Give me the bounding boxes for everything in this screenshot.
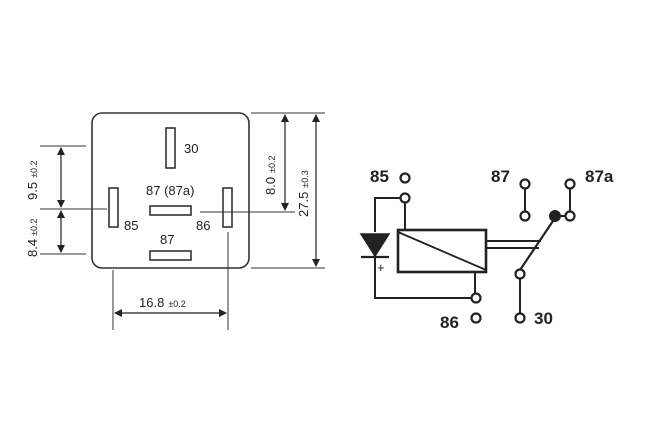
- pin-label-86: 86: [196, 218, 210, 233]
- terminal-87-lower: [519, 210, 531, 222]
- relay-footprint: 30 87 (87a) 85 86 87 9.5±0.2 8.4±0.2 8.0…: [25, 112, 325, 330]
- diode-plus-sign: +: [377, 260, 385, 275]
- pin-slot-87-87a: [149, 205, 192, 216]
- terminal-label-86: 86: [440, 313, 459, 332]
- terminal-label-85: 85: [370, 167, 389, 186]
- terminal-87a-upper: [564, 178, 576, 190]
- terminal-86-lower: [470, 312, 482, 324]
- switch-arm: [519, 217, 556, 271]
- relay-body-outline: [91, 112, 250, 269]
- relay-schematic: [359, 172, 576, 324]
- dim-right-inner: 8.0±0.2: [263, 155, 278, 195]
- terminal-30-lower: [514, 312, 526, 324]
- dim-left-upper: 9.5±0.2: [25, 160, 40, 200]
- terminal-86-upper: [470, 292, 482, 304]
- terminal-85-lower: [399, 192, 411, 204]
- pin-label-87: 87: [160, 232, 174, 247]
- terminal-label-87a: 87a: [585, 167, 614, 186]
- pin-slot-86: [222, 187, 233, 228]
- pin-slot-30: [165, 127, 176, 169]
- dim-bottom: 16.8±0.2: [139, 295, 186, 310]
- terminal-87-upper: [519, 178, 531, 190]
- terminal-label-87: 87: [491, 167, 510, 186]
- terminal-label-30: 30: [534, 309, 553, 328]
- terminal-87a-lower: [564, 210, 576, 222]
- diode-icon: [359, 233, 391, 258]
- pin-label-30: 30: [184, 141, 198, 156]
- pin-label-85: 85: [124, 218, 138, 233]
- terminal-85-upper: [399, 172, 411, 184]
- dim-left-lower: 8.4±0.2: [25, 218, 40, 257]
- dim-right-outer: 27.5±0.3: [296, 170, 311, 217]
- pin-slot-85: [108, 187, 119, 228]
- pin-slot-87: [149, 250, 192, 261]
- terminal-30-upper: [514, 268, 526, 280]
- pin-label-87-87a: 87 (87a): [146, 183, 194, 198]
